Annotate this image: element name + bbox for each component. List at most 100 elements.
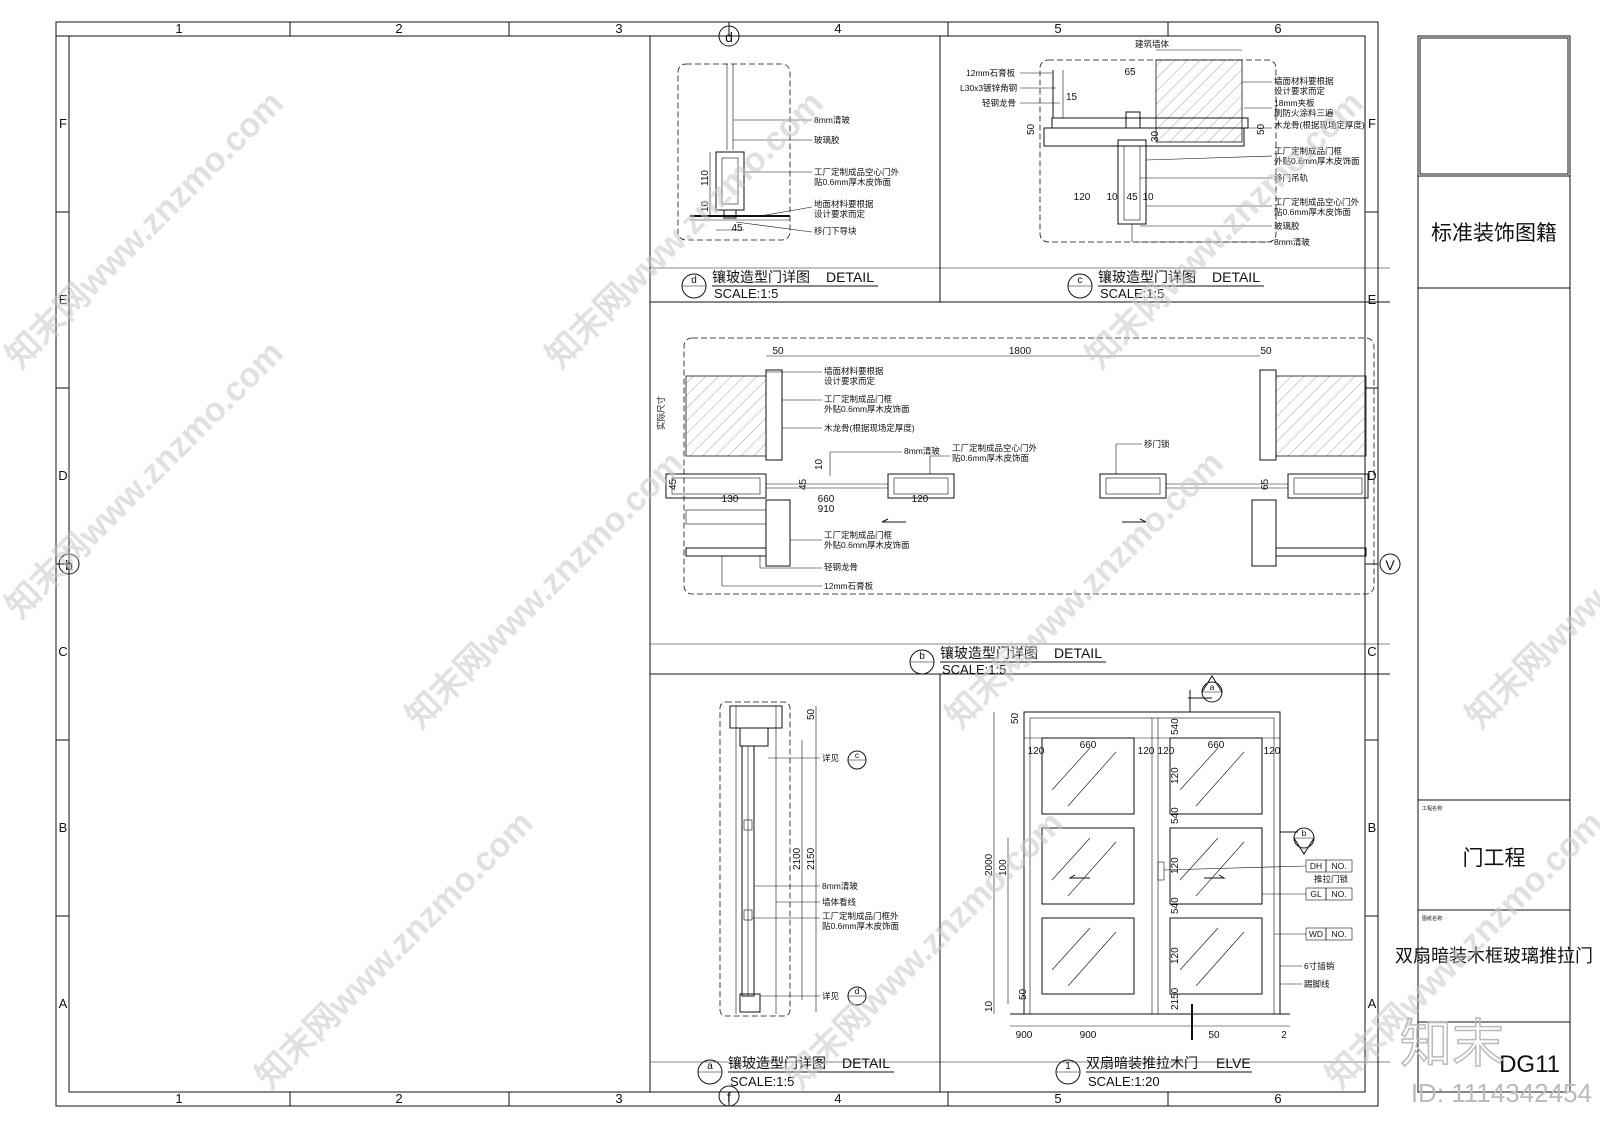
dim: 660 xyxy=(1080,740,1097,751)
section-label: 工程名称: xyxy=(1422,805,1443,812)
dim: 540 xyxy=(1170,897,1181,914)
detail-ref: d xyxy=(855,986,860,996)
view-d-detail xyxy=(677,63,791,241)
row-label-D: D xyxy=(58,468,67,483)
elevation-callouts: a b xyxy=(1188,675,1315,855)
col-label-6-bottom: 6 xyxy=(1274,1091,1281,1106)
annotation: 详见 xyxy=(822,991,840,1001)
annotation: 12mm石膏板 xyxy=(966,68,1016,78)
annotation: 移门吊轨 xyxy=(1274,173,1309,183)
dim: 120 xyxy=(1170,767,1181,784)
section-name: 门工程 xyxy=(1463,847,1526,870)
tag-code: WD xyxy=(1309,929,1323,939)
section-callout: a xyxy=(1210,682,1215,692)
annotation: L30x3镀锌角钢 xyxy=(960,83,1017,93)
bubble-top: d xyxy=(725,29,733,45)
project-name: 标准装饰图籍 xyxy=(1431,222,1557,245)
row-label-F-right: F xyxy=(1368,116,1376,131)
dim: 2100 xyxy=(792,847,803,870)
annotation: 贴0.6mm厚木皮饰面 xyxy=(952,453,1029,463)
annotation: 工厂定制成品空心门外 xyxy=(814,167,900,177)
view-b-dims: 50 1800 50 45 10 45 660 910 130 120 65 实… xyxy=(656,346,1272,515)
dim: 2000 xyxy=(984,853,995,876)
view-tag: b xyxy=(919,651,925,662)
view-b-title: b 镶玻造型门详图 DETAIL SCALE:1:5 xyxy=(909,645,1106,677)
annotation: 8mm清玻 xyxy=(904,446,940,456)
viewport-frames xyxy=(649,36,1390,1092)
dim: 900 xyxy=(1080,1030,1097,1041)
watermark-text: 知末网www.znzmo.com xyxy=(939,444,1231,736)
side-label: 实际尺寸 xyxy=(656,395,666,430)
view-tag: d xyxy=(691,275,697,286)
view-title-en: DETAIL xyxy=(826,269,874,285)
view-a-labels: 详见 8mm清玻 墙体看线 工厂定制成品门框外 贴0.6mm厚木皮饰面 详见 c… xyxy=(822,750,899,1001)
elevation-tags: DH NO. 推拉门锁 GL NO. WD NO. 6寸插销 踢脚线 xyxy=(1163,859,1353,989)
dim: 660 xyxy=(1208,740,1225,751)
drawing-label: 图纸名称: xyxy=(1422,915,1443,922)
dim: 120 xyxy=(1028,746,1045,757)
annotation: 玻璃胶 xyxy=(814,135,840,145)
annotation: 玻璃胶 xyxy=(1274,221,1300,231)
dim: 10 xyxy=(814,458,825,470)
view-a-title: a 镶玻造型门详图 DETAIL SCALE:1:5 xyxy=(697,1055,894,1089)
annotation: 8mm清玻 xyxy=(1274,237,1310,247)
annotation: 地面材料要根据 xyxy=(814,199,874,209)
dim: 120 xyxy=(1138,746,1155,757)
watermark-text: 知末网www.znzmo.com xyxy=(399,444,691,736)
tag-no: NO. xyxy=(1331,889,1346,899)
tag-no: NO. xyxy=(1331,929,1346,939)
dim: 540 xyxy=(1170,718,1181,735)
dim: 65 xyxy=(1124,67,1136,78)
watermark-text: 知末网www.znzmo.com xyxy=(0,84,291,376)
annotation: 外贴0.6mm厚木皮饰面 xyxy=(824,404,910,414)
view-title-en: DETAIL xyxy=(1212,269,1260,285)
glass-panels xyxy=(1041,737,1263,995)
dim: 130 xyxy=(722,494,739,505)
col-label-6: 6 xyxy=(1274,21,1281,36)
annotation: 8mm清玻 xyxy=(814,115,850,125)
dim: 910 xyxy=(818,504,835,515)
row-label-E: E xyxy=(59,292,68,307)
annotation: 6寸插销 xyxy=(1304,961,1335,971)
dim: 10 xyxy=(984,1000,995,1012)
view-a-leaders xyxy=(752,750,867,1006)
view-c-detail xyxy=(1039,59,1277,243)
annotation: 贴0.6mm厚木皮饰面 xyxy=(1274,207,1351,217)
row-label-B: B xyxy=(59,820,68,835)
dim: 900 xyxy=(1016,1030,1033,1041)
dim: 100 xyxy=(998,859,1009,876)
annotation: 移门锁 xyxy=(1144,439,1170,449)
dim: 2150 xyxy=(1170,987,1181,1010)
view-title: 镶玻造型门详图 xyxy=(940,645,1038,661)
dim: 30 xyxy=(1150,130,1161,142)
dim: 10 xyxy=(700,200,711,212)
dim: 45 xyxy=(798,478,809,490)
dim: 120 xyxy=(1170,857,1181,874)
annotation: 18mm夹板 xyxy=(1274,98,1315,108)
watermark-text: 知末网www.znzmo.com xyxy=(539,84,831,376)
annotation: 工厂定制成品门框 xyxy=(824,530,893,540)
annotation: 墙体看线 xyxy=(822,897,857,907)
view-scale: SCALE:1:5 xyxy=(730,1074,794,1089)
view-tag: 1 xyxy=(1065,1061,1071,1072)
drawing-number: DG11 xyxy=(1499,1051,1560,1078)
col-label-2-bottom: 2 xyxy=(395,1091,402,1106)
view-title: 镶玻造型门详图 xyxy=(1098,269,1196,285)
dim: 45 xyxy=(668,478,679,490)
col-label-5: 5 xyxy=(1054,21,1061,36)
grid-ticks xyxy=(56,22,1378,1106)
bubble-left: b xyxy=(65,557,73,573)
watermark-id: ID: 1114342454 xyxy=(1411,1078,1592,1108)
annotation: 工厂定制成品空心门外 xyxy=(952,443,1038,453)
annotation: 工厂定制成品空心门外 xyxy=(1274,197,1360,207)
col-label-1-bottom: 1 xyxy=(175,1091,182,1106)
dim: 2 xyxy=(1281,1030,1287,1041)
annotation: 设计要求而定 xyxy=(1274,86,1326,96)
dim: 120 xyxy=(1074,192,1091,203)
dim: 15 xyxy=(1066,92,1078,103)
annotation: 推拉门锁 xyxy=(1314,874,1349,884)
dim: 660 xyxy=(818,494,835,505)
row-label-E-right: E xyxy=(1368,292,1377,307)
annotation: 工厂定制成品门框 xyxy=(1274,146,1343,156)
